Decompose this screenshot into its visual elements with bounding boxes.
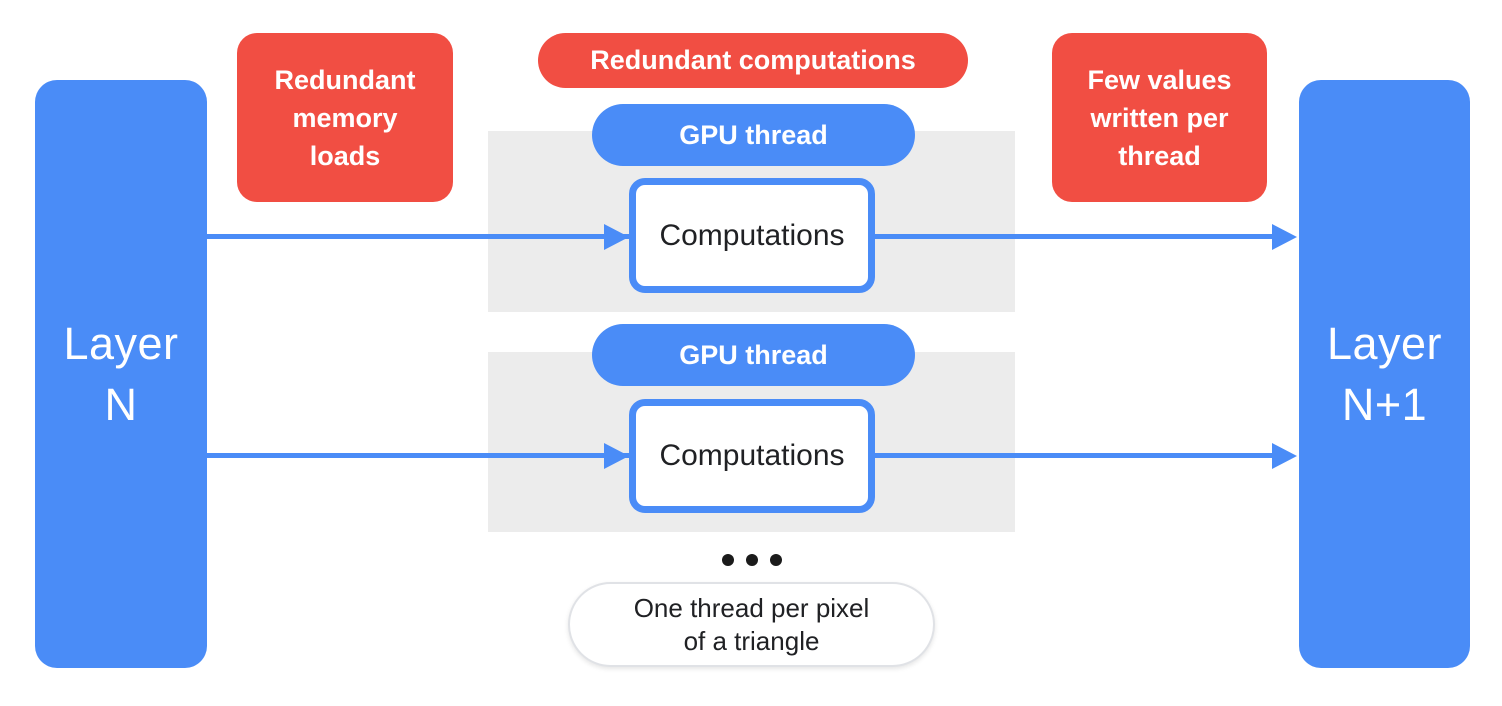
ellipsis-dot <box>746 554 758 566</box>
gpu-thread-pill-2-label: GPU thread <box>679 339 828 370</box>
gpu-thread-pill-1-label: GPU thread <box>679 119 828 150</box>
layer-n-label: Layer N <box>63 318 179 430</box>
gpu-thread-pill-2: GPU thread <box>592 324 915 386</box>
note-one-thread-per-pixel-label: One thread per pixel of a triangle <box>633 592 870 656</box>
arrowhead-icon <box>1272 443 1297 469</box>
callout-redundant-computations-label: Redundant computations <box>590 45 916 75</box>
gpu-thread-pill-1: GPU thread <box>592 104 915 166</box>
ellipsis-dots <box>722 554 782 566</box>
computations-box-1-label: Computations <box>659 218 845 252</box>
computations-box-1: Computations <box>629 178 875 293</box>
callout-few-values-written: Few values written per thread <box>1052 33 1267 202</box>
arrowhead-icon <box>604 224 629 250</box>
ellipsis-dot <box>722 554 734 566</box>
arrowhead-icon <box>604 443 629 469</box>
callout-few-values-written-label: Few values written per thread <box>1087 64 1232 171</box>
note-one-thread-per-pixel: One thread per pixel of a triangle <box>568 582 935 667</box>
layer-n-box: Layer N <box>35 80 207 668</box>
ellipsis-dot <box>770 554 782 566</box>
layer-n-plus-1-label: Layer N+1 <box>1326 318 1443 430</box>
callout-redundant-memory-loads-label: Redundant memory loads <box>274 64 416 171</box>
computations-box-2: Computations <box>629 399 875 513</box>
computations-box-2-label: Computations <box>659 439 845 472</box>
arrowhead-icon <box>1272 224 1297 250</box>
callout-redundant-memory-loads: Redundant memory loads <box>237 33 453 202</box>
callout-redundant-computations: Redundant computations <box>538 33 968 88</box>
layer-n-plus-1-box: Layer N+1 <box>1299 80 1470 668</box>
